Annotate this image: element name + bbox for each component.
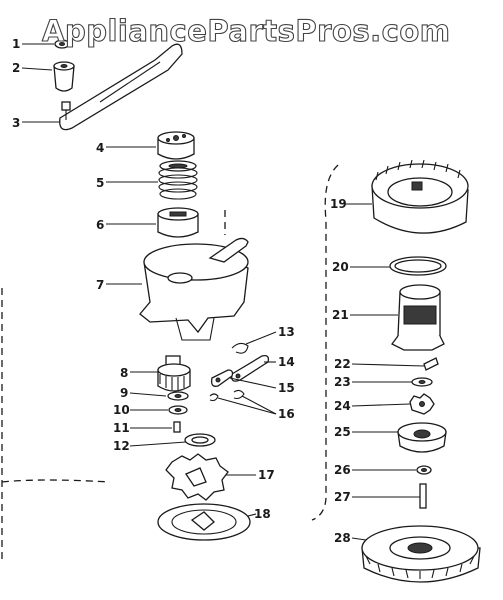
- part-label-13: 13: [278, 325, 295, 339]
- part-6-collar: [157, 207, 199, 238]
- part-label-2: 2: [12, 61, 20, 75]
- part-label-27: 27: [334, 490, 351, 504]
- part-label-21: 21: [332, 308, 349, 322]
- part-label-12: 12: [113, 439, 130, 453]
- part-8-gear: [157, 355, 191, 392]
- part-18-disc: [157, 503, 251, 541]
- part-label-16: 16: [278, 407, 295, 421]
- watermark: AppliancePartsPros.com: [41, 13, 451, 48]
- part-label-22: 22: [334, 357, 351, 371]
- part-26-screw: [416, 465, 432, 475]
- part-20-o-ring: [389, 256, 447, 276]
- part-label-20: 20: [332, 260, 349, 274]
- part-label-15: 15: [278, 381, 295, 395]
- part-16-clips: [209, 389, 245, 402]
- part-label-25: 25: [334, 425, 351, 439]
- part-label-11: 11: [113, 421, 130, 435]
- part-label-3: 3: [12, 116, 20, 130]
- part-28-impeller-base: [361, 525, 481, 583]
- part-label-19: 19: [330, 197, 347, 211]
- part-14-link-arm: [231, 354, 270, 382]
- part-7-housing-cover: [139, 237, 249, 341]
- part-12-ring: [184, 433, 216, 447]
- part-label-23: 23: [334, 375, 351, 389]
- part-19-ring-housing: [371, 159, 469, 234]
- part-15-small-lever: [210, 369, 234, 387]
- part-23-washer: [411, 377, 433, 387]
- part-10-washer: [168, 405, 188, 415]
- part-5-spring: [158, 160, 198, 200]
- part-label-28: 28: [334, 531, 351, 545]
- part-27-shaft-pin: [419, 483, 427, 509]
- part-9-washer: [167, 391, 189, 401]
- part-label-14: 14: [278, 355, 295, 369]
- part-label-6: 6: [96, 218, 104, 232]
- part-11-pin: [173, 421, 181, 433]
- part-number-labels: 1 2 3 4 5 6 7 8 9 10 11 12 13 14 15 16 1…: [12, 37, 351, 545]
- assembly-boundary-right: [311, 164, 339, 521]
- assembly-boundary-left: [1, 288, 111, 560]
- part-label-24: 24: [334, 399, 351, 413]
- part-label-4: 4: [96, 141, 104, 155]
- part-25-housing-cup: [397, 422, 447, 453]
- part-label-9: 9: [120, 386, 128, 400]
- part-label-7: 7: [96, 278, 104, 292]
- part-label-8: 8: [120, 366, 128, 380]
- part-2-cap-nut: [53, 61, 75, 92]
- part-1-washer: [54, 39, 70, 49]
- part-3-lever-arm: [59, 43, 183, 131]
- part-label-1: 1: [12, 37, 20, 51]
- part-label-5: 5: [96, 176, 104, 190]
- part-label-18: 18: [254, 507, 271, 521]
- part-13-clip: [231, 342, 249, 354]
- part-17-star-cam: [165, 453, 229, 501]
- part-label-10: 10: [113, 403, 130, 417]
- part-label-26: 26: [334, 463, 351, 477]
- part-22-pin: [423, 357, 439, 371]
- part-label-17: 17: [258, 468, 275, 482]
- leader-lines: [21, 43, 425, 541]
- part-24-small-gear: [409, 393, 435, 415]
- part-4-hex-nut: [157, 131, 195, 160]
- part-21-motor: [391, 284, 445, 351]
